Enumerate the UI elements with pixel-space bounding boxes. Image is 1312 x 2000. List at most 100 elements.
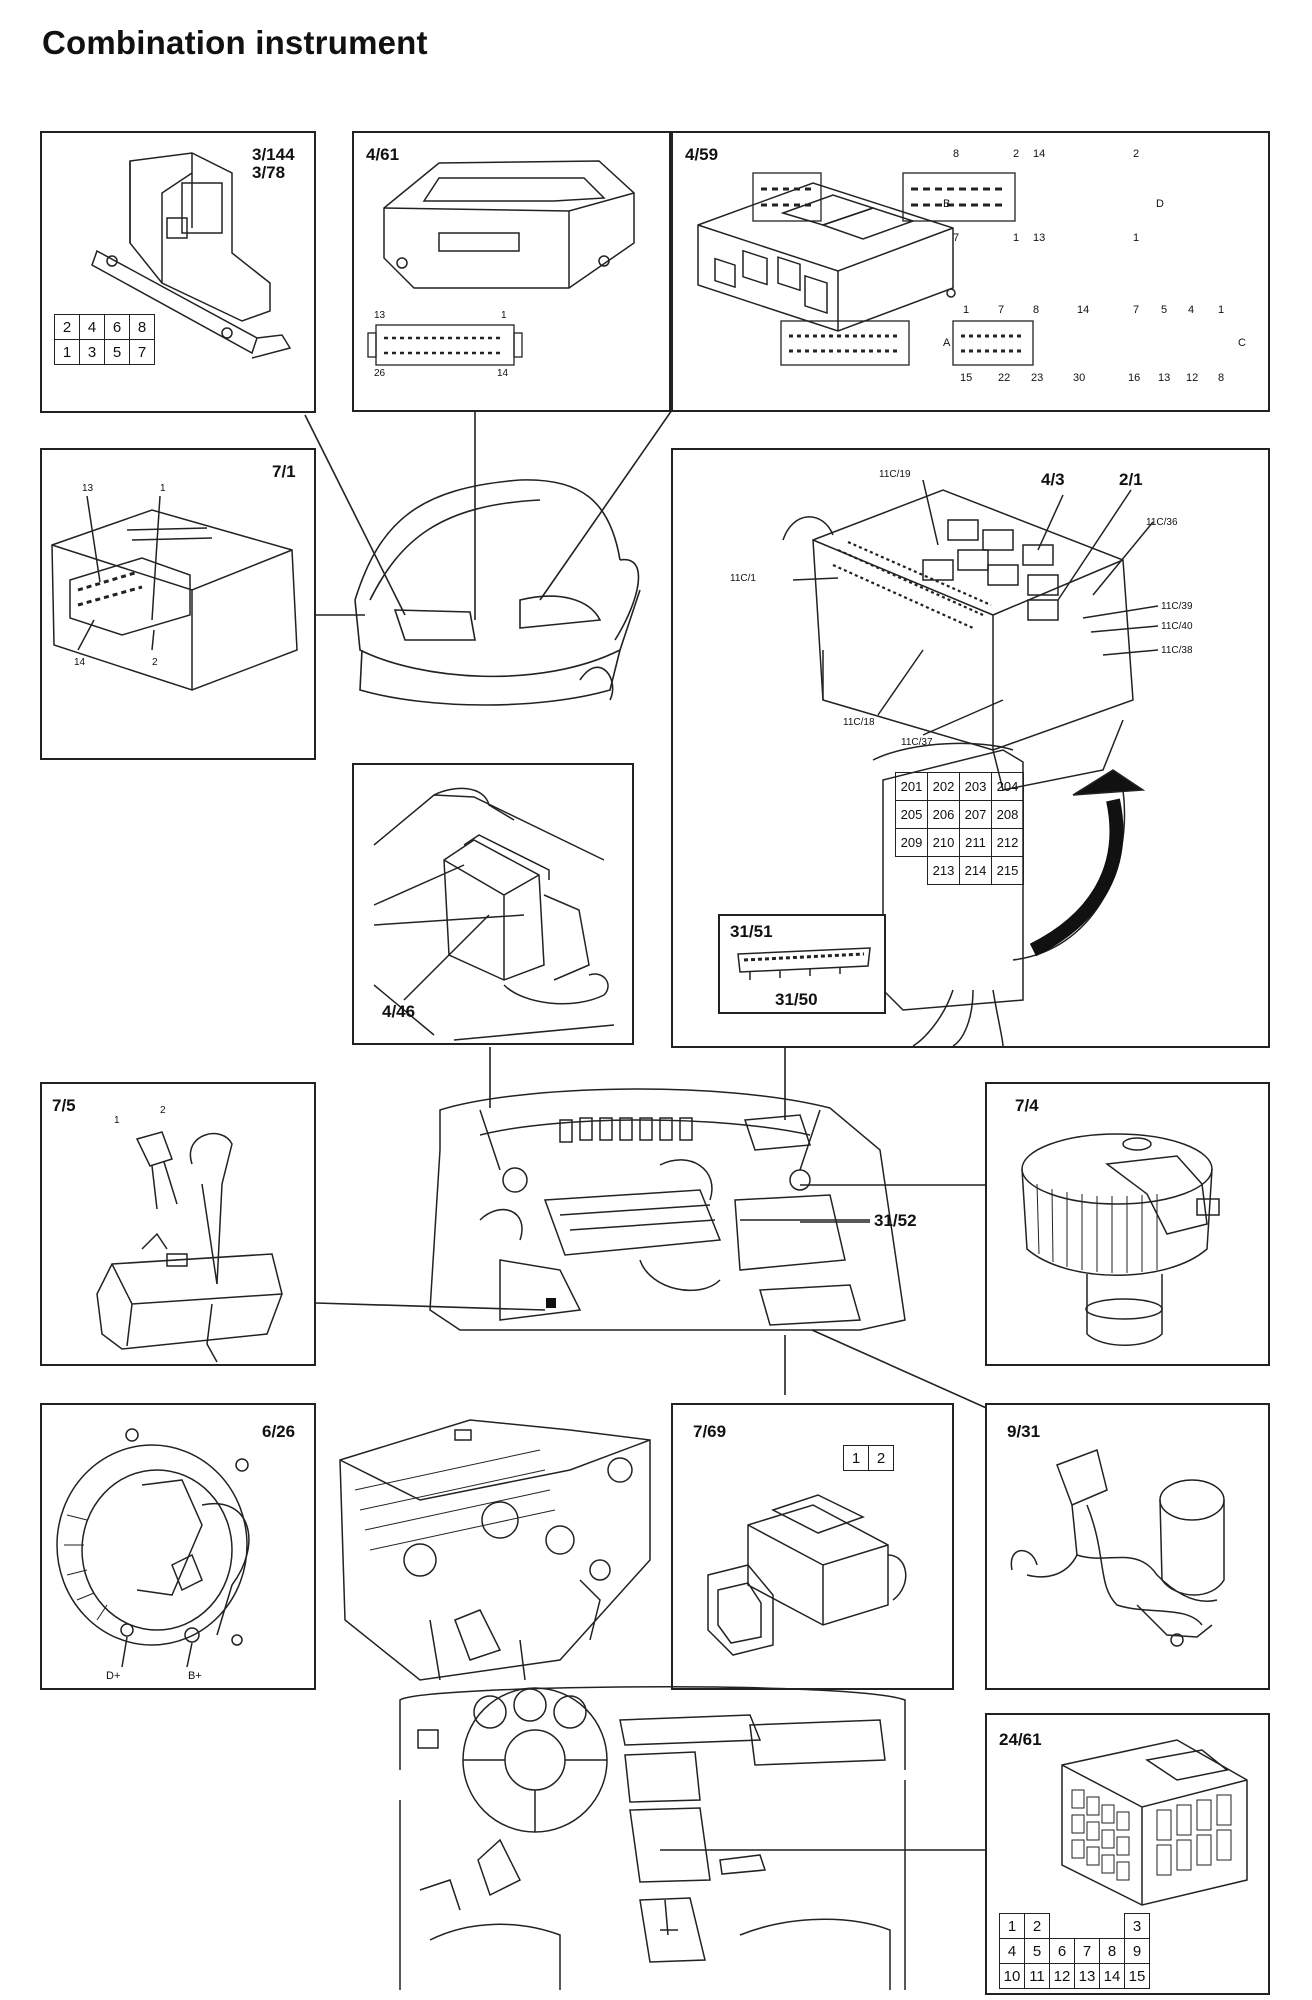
callout-label: 11C/39 bbox=[1161, 601, 1193, 612]
panel-7-1: 7/1 13 1 14 2 bbox=[40, 448, 316, 760]
panel-fuse-relay-box: 4/3 2/1 11C/19 11C/36 11C/1 11C/39 11C/4… bbox=[671, 448, 1270, 1048]
pin-number: 2 bbox=[160, 1105, 166, 1116]
blower-motor-illustration bbox=[1021, 1133, 1220, 1346]
pin bbox=[1050, 1914, 1075, 1939]
panel-4-61: 4/61 13 1 26 14 bbox=[352, 131, 671, 412]
inset-31-51: 31/51 31/50 bbox=[718, 914, 886, 1014]
connector-7-69-illustration bbox=[707, 1494, 907, 1656]
connector-letter: D bbox=[1156, 198, 1164, 210]
connector-31-51-illustration bbox=[737, 947, 871, 980]
pin-number: 2 bbox=[1013, 148, 1020, 160]
pin: 5 bbox=[1024, 1938, 1050, 1964]
callout-label: 11C/36 bbox=[1146, 517, 1178, 528]
pin: 2 bbox=[1024, 1913, 1050, 1939]
callout-label: 11C/38 bbox=[1161, 645, 1193, 656]
fuse: 208 bbox=[991, 800, 1024, 829]
pin-number: 4 bbox=[1188, 304, 1195, 316]
panel-label: 4/61 bbox=[366, 145, 400, 164]
pin-number: 7 bbox=[953, 232, 960, 244]
panel-7-5: 7/5 1 2 bbox=[40, 1082, 316, 1366]
pin-number: 16 bbox=[1128, 372, 1141, 384]
pin-number: 13 bbox=[82, 483, 94, 494]
panel-24-61: 24/61 1 2 3 4 5 6 7 bbox=[985, 1713, 1270, 1995]
pin-number: 14 bbox=[1033, 148, 1046, 160]
pin-number: 1 bbox=[160, 483, 166, 494]
pin: 15 bbox=[1124, 1963, 1150, 1989]
pin-number: 5 bbox=[1161, 304, 1168, 316]
pin-number: 1 bbox=[963, 304, 970, 316]
callout-label: 11C/40 bbox=[1161, 621, 1193, 632]
pin-number: 8 bbox=[953, 148, 960, 160]
pin-number: 14 bbox=[1077, 304, 1090, 316]
panel-label: 7/1 bbox=[272, 462, 296, 481]
fuse: 207 bbox=[959, 800, 992, 829]
pin: 4 bbox=[999, 1938, 1025, 1964]
fuse: 203 bbox=[959, 772, 992, 801]
washer-reservoir-illustration bbox=[96, 1131, 283, 1363]
panel-4-59: 4/59 B 8 2 7 1 D 14 2 13 1 A 1 bbox=[671, 131, 1270, 412]
connector-letter: A bbox=[943, 337, 951, 349]
pin: 13 bbox=[1074, 1963, 1100, 1989]
pin-number: 2 bbox=[152, 657, 158, 668]
terminal-label: B+ bbox=[188, 1670, 202, 1682]
pin-number: 1 bbox=[1218, 304, 1225, 316]
pin-number: 14 bbox=[74, 657, 86, 668]
pin-number: 12 bbox=[1186, 372, 1199, 384]
fuse: 214 bbox=[959, 856, 992, 885]
central-electronic-module-illustration bbox=[697, 172, 1034, 366]
pin: 8 bbox=[129, 314, 155, 340]
fuse: 213 bbox=[927, 856, 960, 885]
pin bbox=[1100, 1914, 1125, 1939]
pin-number: 15 bbox=[960, 372, 973, 384]
callout-label: 11C/18 bbox=[843, 717, 875, 728]
pin: 11 bbox=[1024, 1963, 1050, 1989]
panel-4-46: 4/46 bbox=[352, 763, 634, 1045]
pin: 3 bbox=[1124, 1913, 1150, 1939]
pin-number: 8 bbox=[1033, 304, 1040, 316]
pin: 5 bbox=[104, 339, 130, 365]
panel-9-31: 9/31 bbox=[985, 1403, 1270, 1690]
panel-label-secondary: 3/78 bbox=[252, 163, 286, 182]
panel-label: 4/46 bbox=[382, 1002, 416, 1021]
callout-label: 11C/37 bbox=[901, 737, 933, 748]
panel-label: 2/1 bbox=[1119, 470, 1143, 489]
pin: 6 bbox=[1049, 1938, 1075, 1964]
page-title: Combination instrument bbox=[42, 24, 428, 61]
connector-letter: B bbox=[943, 198, 951, 210]
callout-label: 11C/1 bbox=[730, 573, 756, 584]
pin: 3 bbox=[79, 339, 105, 365]
pin: 1 bbox=[999, 1913, 1025, 1939]
panel-label: 4/59 bbox=[685, 145, 719, 164]
fuse: 210 bbox=[927, 828, 960, 857]
pin bbox=[1075, 1914, 1100, 1939]
pin-number: 1 bbox=[1133, 232, 1140, 244]
pin-number: 7 bbox=[998, 304, 1005, 316]
callout-label: 11C/19 bbox=[879, 469, 911, 480]
panel-label: 6/26 bbox=[262, 1422, 296, 1441]
pin-number: 13 bbox=[374, 310, 386, 321]
panel-label: 4/3 bbox=[1041, 470, 1065, 489]
pin: 10 bbox=[999, 1963, 1025, 1989]
pin-number: 22 bbox=[998, 372, 1011, 384]
fuse: 212 bbox=[991, 828, 1024, 857]
panel-7-4: 7/4 bbox=[985, 1082, 1270, 1366]
pin: 7 bbox=[1074, 1938, 1100, 1964]
panel-label: 7/5 bbox=[52, 1096, 76, 1115]
pin: 6 bbox=[104, 314, 130, 340]
wiring-harness-illustration bbox=[1010, 1449, 1225, 1647]
inset-label: 31/51 bbox=[730, 922, 773, 941]
control-module-4-46-illustration bbox=[373, 787, 615, 1041]
inset-label: 31/50 bbox=[775, 990, 818, 1009]
pin-number: 13 bbox=[1033, 232, 1046, 244]
pin-number: 2 bbox=[1133, 148, 1140, 160]
fuse-relay-box-illustration bbox=[782, 479, 1159, 1046]
pin-number: 8 bbox=[1218, 372, 1225, 384]
connector-24-61-pin-grid: 1 2 3 4 5 6 7 8 9 10 11 12 13 14 15 bbox=[999, 1913, 1150, 1989]
